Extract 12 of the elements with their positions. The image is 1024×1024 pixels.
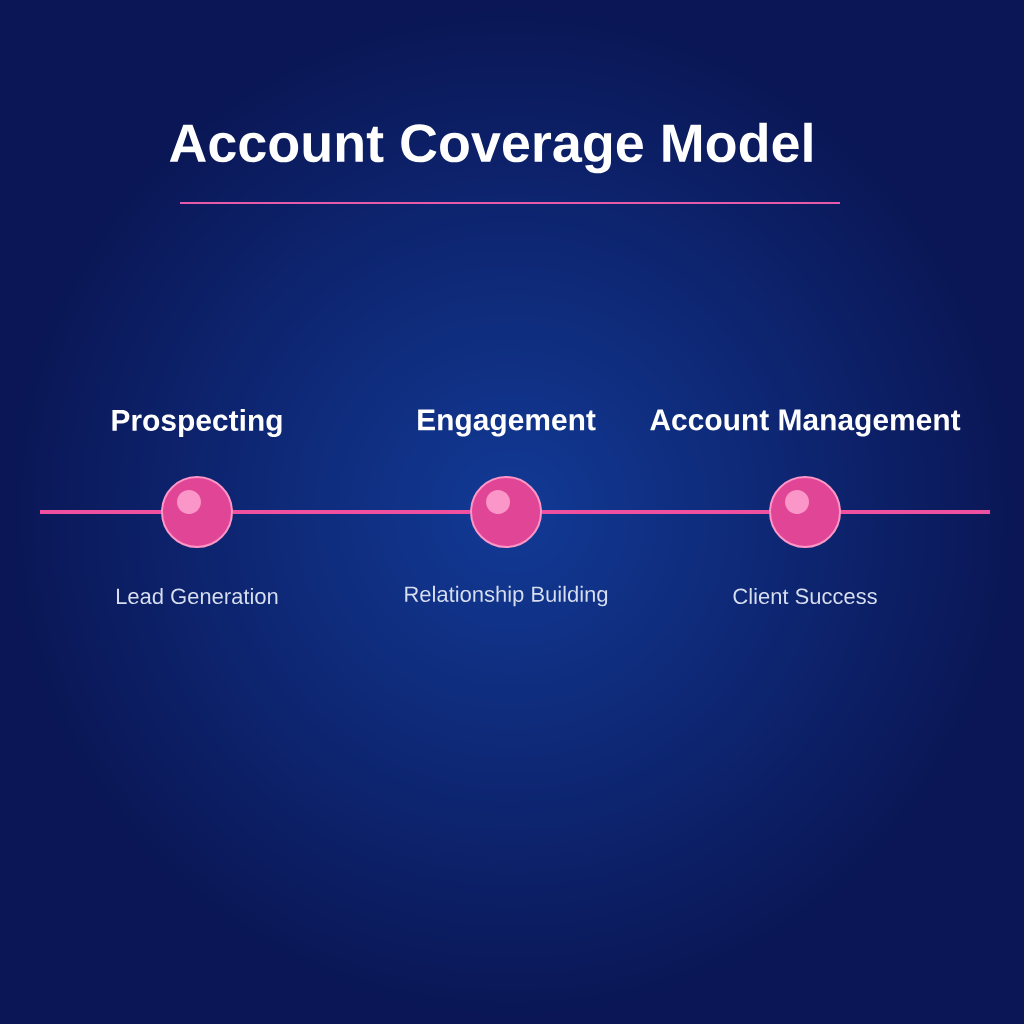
stage-heading: Prospecting — [112, 409, 282, 438]
connector-line — [542, 510, 769, 514]
sphere-node — [769, 476, 842, 548]
sphere-node — [470, 476, 543, 548]
stage-heading: Account Management — [650, 409, 961, 437]
stage-heading: Engagement — [418, 409, 596, 437]
sphere-node — [161, 476, 233, 548]
connector-line — [233, 510, 471, 514]
stage-description: Lead Generation — [117, 588, 278, 605]
stage-description: Client Success — [733, 588, 877, 605]
title: Account Coverage Model — [169, 122, 812, 174]
stage-description: Relationship Building — [405, 585, 608, 607]
